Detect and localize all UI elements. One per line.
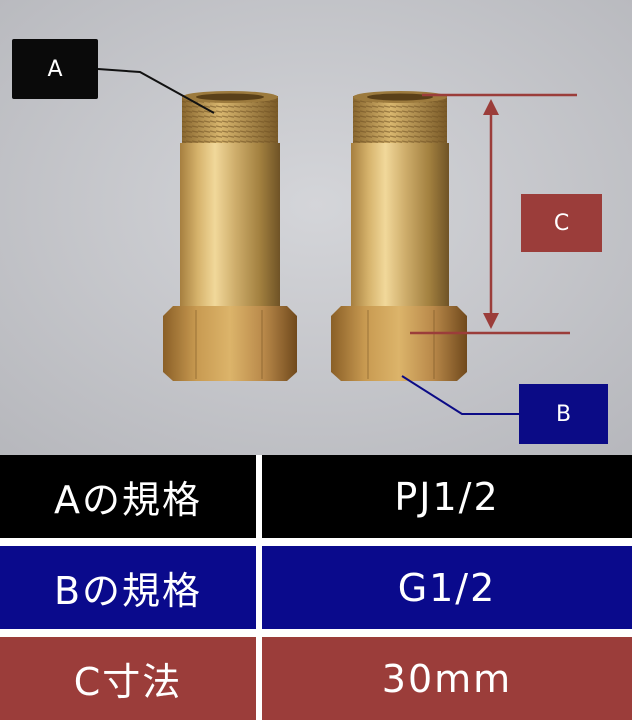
- fitting-left: [163, 91, 297, 381]
- spec-value-a: PJ1/2: [262, 455, 632, 538]
- spec-row-a: Aの規格 PJ1/2: [0, 455, 632, 538]
- spec-label-b: Bの規格: [0, 546, 256, 629]
- spec-label-c: C寸法: [0, 637, 256, 720]
- fitting-right: [331, 91, 467, 381]
- spec-value-b: G1/2: [262, 546, 632, 629]
- spec-table: Aの規格 PJ1/2 Bの規格 G1/2 C寸法 30mm: [0, 455, 632, 720]
- spec-value-c: 30mm: [262, 637, 632, 720]
- callout-c-label: C: [521, 194, 602, 252]
- callout-b-label: B: [519, 384, 608, 444]
- dimension-c: [410, 93, 577, 335]
- callout-a-label: A: [12, 39, 98, 99]
- spec-label-a: Aの規格: [0, 455, 256, 538]
- leader-line-a: [97, 68, 215, 114]
- spec-row-c: C寸法 30mm: [0, 637, 632, 720]
- spec-row-b: Bの規格 G1/2: [0, 546, 632, 629]
- leader-line-b: [401, 375, 519, 415]
